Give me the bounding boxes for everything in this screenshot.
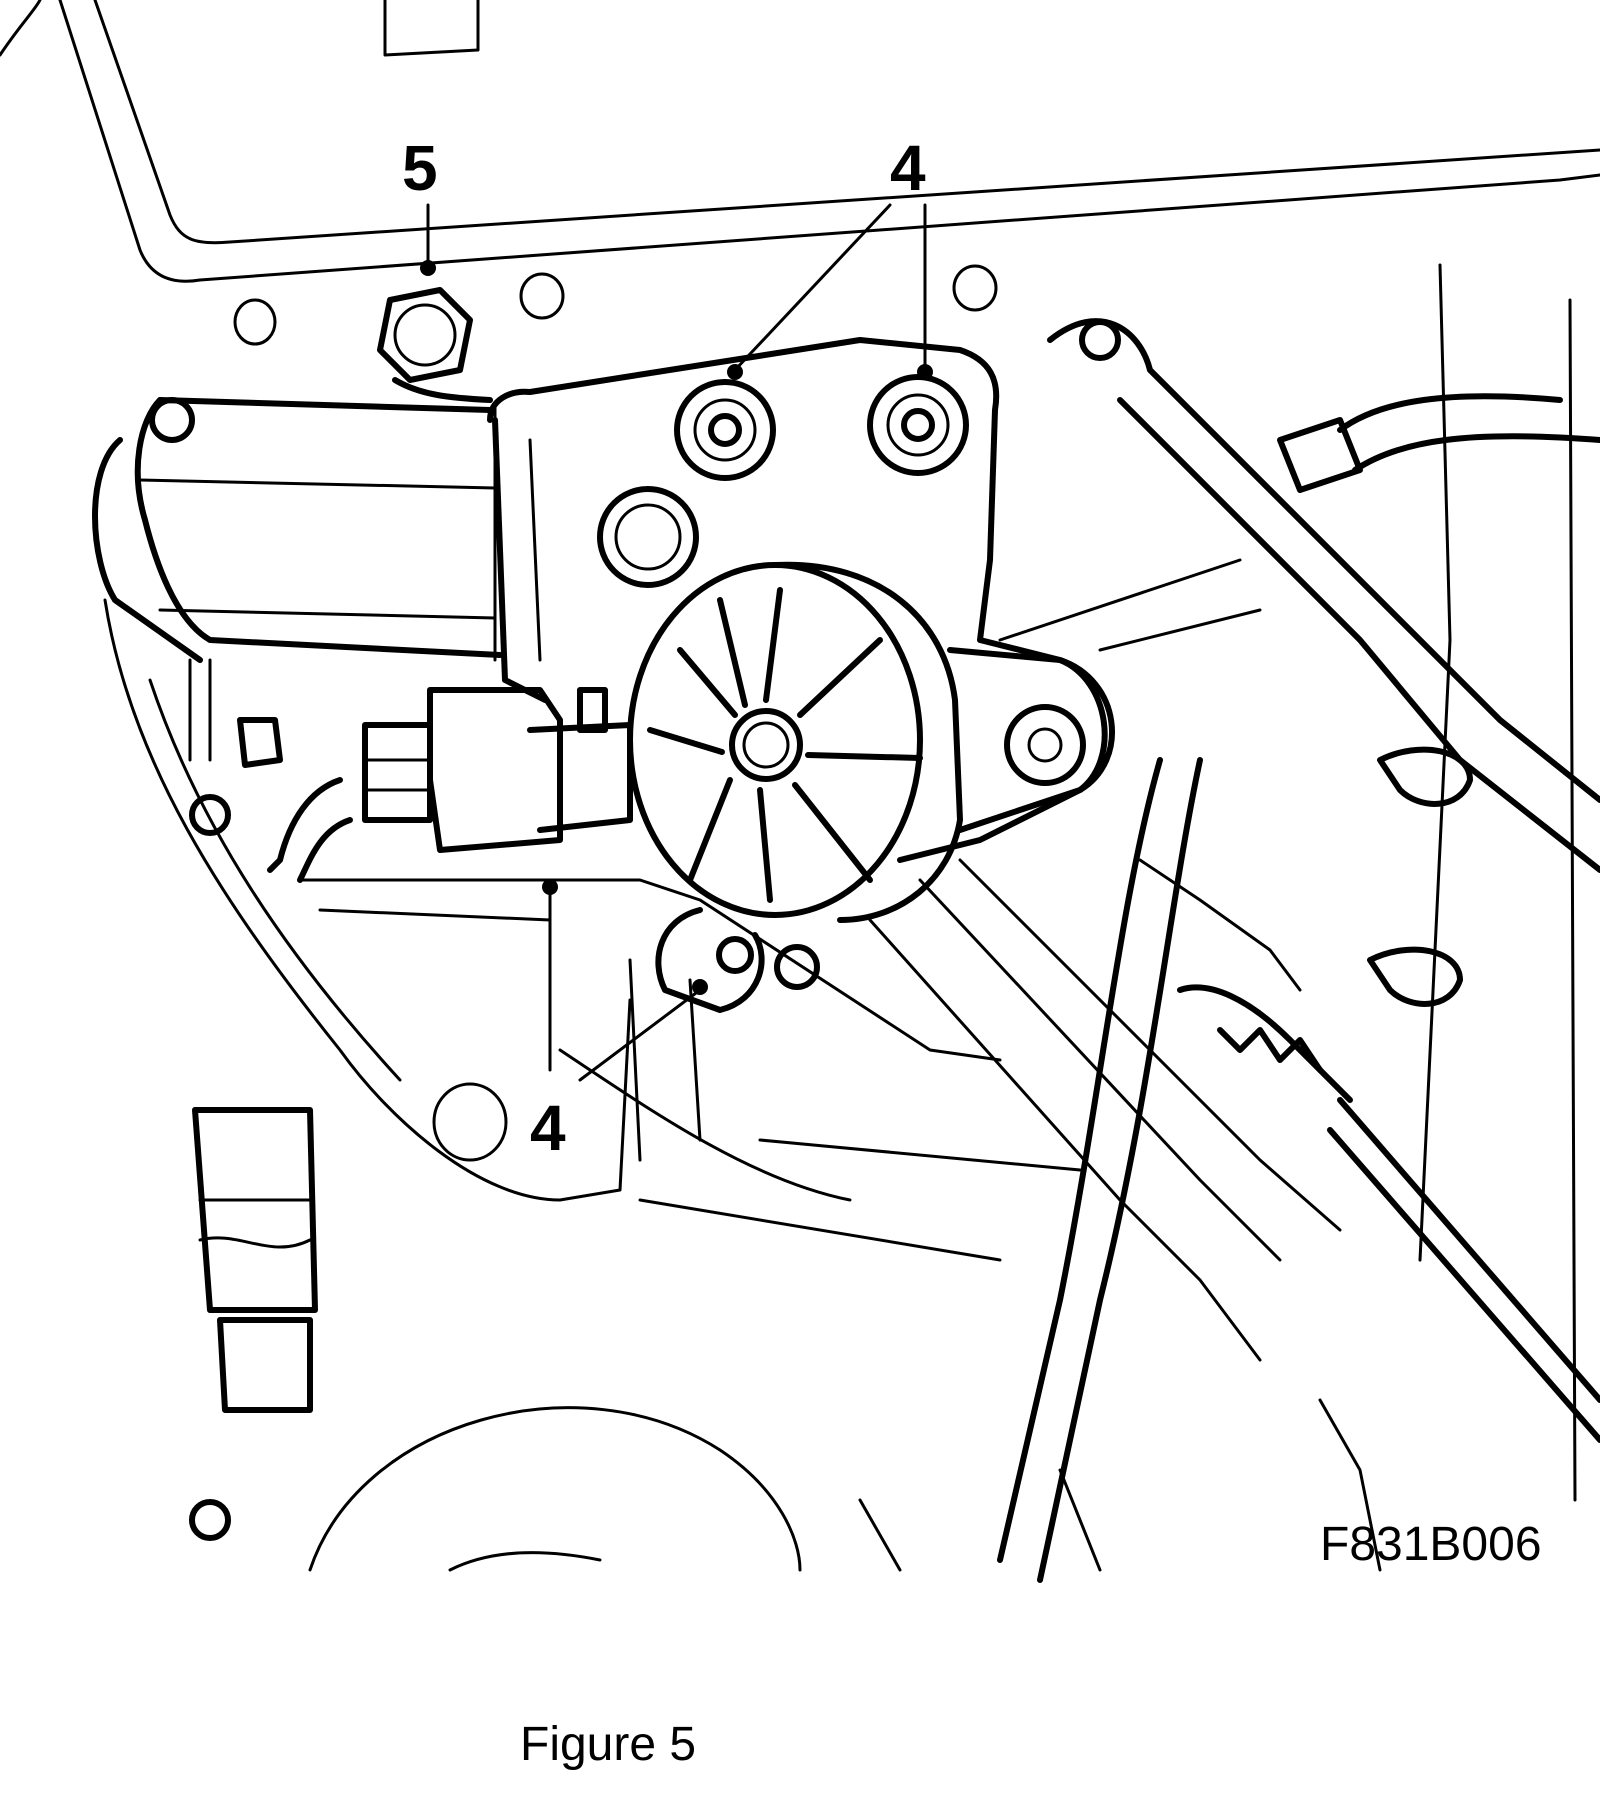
motor-fan-cover — [627, 561, 963, 923]
motor-housing — [92, 397, 503, 663]
callout-dot-nut — [420, 260, 436, 276]
panel-slots — [1367, 746, 1473, 1007]
cable-spring — [1177, 393, 1600, 1443]
hose — [997, 757, 1203, 1583]
window-regulator-rail — [868, 318, 1600, 1362]
wiring-clip — [188, 658, 283, 768]
figure-code: F831B006 — [1320, 1518, 1542, 1571]
callout-4-lower: 4 — [530, 1092, 566, 1164]
callout-dot-upper-right — [917, 364, 933, 380]
electrical-connector — [267, 687, 633, 883]
callout-dot-lower-b — [692, 979, 708, 995]
fan-spokes — [647, 587, 923, 903]
bolt-upper-right — [867, 374, 969, 476]
door-panel — [0, 0, 1600, 1502]
gearbox-housing — [487, 337, 1115, 863]
motor-bracket — [947, 647, 1108, 833]
callout-4-upper: 4 — [890, 132, 926, 204]
speaker-cutout — [308, 1398, 1382, 1572]
nut — [377, 287, 493, 403]
callout-leaders — [420, 203, 933, 1082]
bolt-upper-left — [674, 379, 776, 481]
clip-fasteners — [189, 794, 231, 1541]
figure-caption: Figure 5 — [520, 1718, 696, 1771]
callout-5-nut: 5 — [402, 132, 438, 204]
lower-bracket — [192, 1107, 318, 1413]
panel-holes — [233, 264, 998, 1162]
callout-dot-lower-a — [542, 879, 558, 895]
panel-contours — [103, 598, 1082, 1262]
callout-dot-upper-left — [727, 364, 743, 380]
